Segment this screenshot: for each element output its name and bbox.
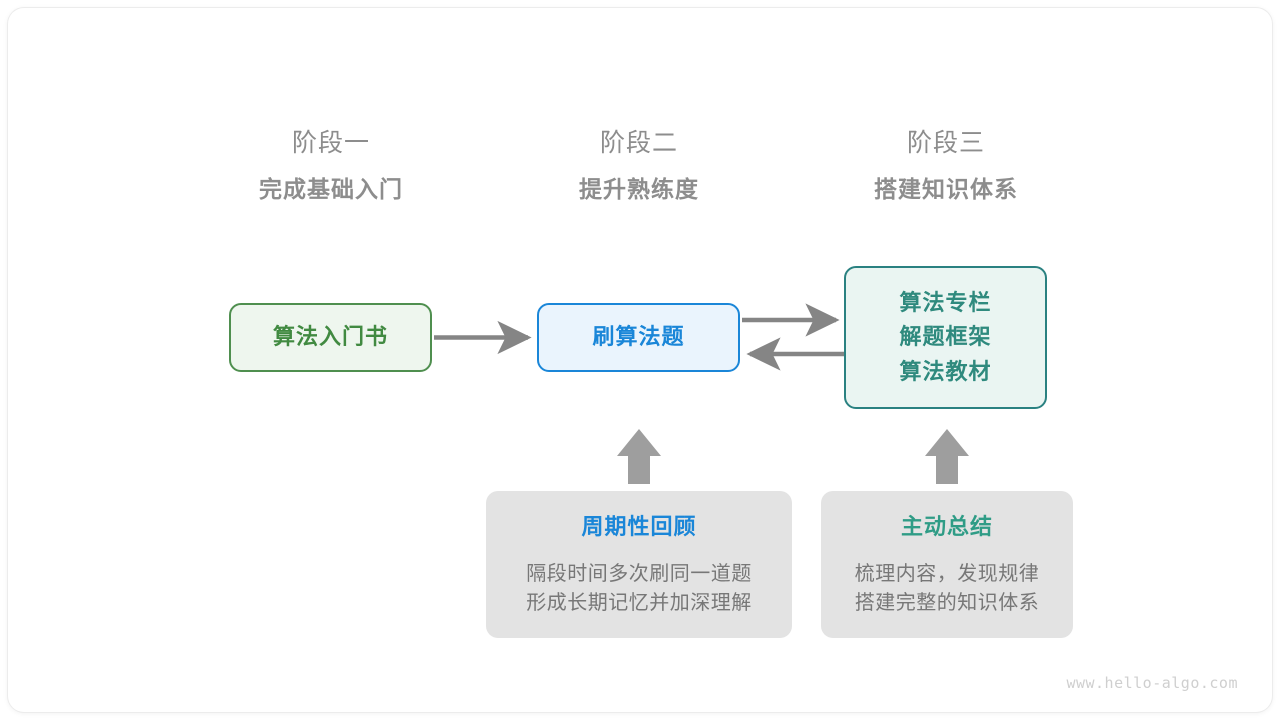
stage-header-2: 阶段二 提升熟练度 [509, 128, 769, 204]
tip-summary-body-line-1: 梳理内容，发现规律 [854, 562, 1040, 585]
node-resources-line-1: 算法专栏 [899, 290, 992, 316]
tip-summary-body-line-2: 搭建完整的知识体系 [854, 591, 1040, 614]
stage-label-2: 阶段二 [599, 129, 678, 157]
tip-card-periodic-review-title: 周期性回顾 [581, 514, 697, 539]
stage-title-3: 搭建知识体系 [874, 176, 1018, 203]
tip-card-periodic-review[interactable]: 周期性回顾 隔段时间多次刷同一道题 形成长期记忆并加深理解 [486, 491, 792, 638]
tip-card-active-summary[interactable]: 主动总结 梳理内容，发现规律 搭建完整的知识体系 [821, 491, 1073, 638]
tip-review-body-line-2: 形成长期记忆并加深理解 [526, 591, 752, 614]
node-intro-book-label: 算法入门书 [272, 324, 388, 350]
node-practice-problems-label: 刷算法题 [592, 324, 685, 350]
stage-title-2: 提升熟练度 [579, 176, 699, 203]
node-resources-line-2: 解题框架 [899, 324, 992, 350]
tip-card-periodic-review-body: 隔段时间多次刷同一道题 形成长期记忆并加深理解 [486, 560, 792, 618]
node-resources-line-3: 算法教材 [899, 358, 992, 384]
tip-card-active-summary-body: 梳理内容，发现规律 搭建完整的知识体系 [821, 560, 1073, 618]
node-intro-book[interactable]: 算法入门书 [229, 303, 432, 372]
node-practice-problems[interactable]: 刷算法题 [537, 303, 740, 372]
stage-label-1: 阶段一 [291, 129, 370, 157]
node-resources[interactable]: 算法专栏 解题框架 算法教材 [844, 266, 1047, 409]
tip-card-active-summary-title: 主动总结 [900, 514, 993, 539]
tip-review-body-line-1: 隔段时间多次刷同一道题 [526, 562, 752, 585]
stage-label-3: 阶段三 [906, 129, 985, 157]
stage-header-1: 阶段一 完成基础入门 [201, 128, 461, 204]
stage-header-3: 阶段三 搭建知识体系 [816, 128, 1076, 204]
stage-title-1: 完成基础入门 [259, 176, 403, 203]
site-watermark: www.hello-algo.com [1066, 674, 1238, 692]
